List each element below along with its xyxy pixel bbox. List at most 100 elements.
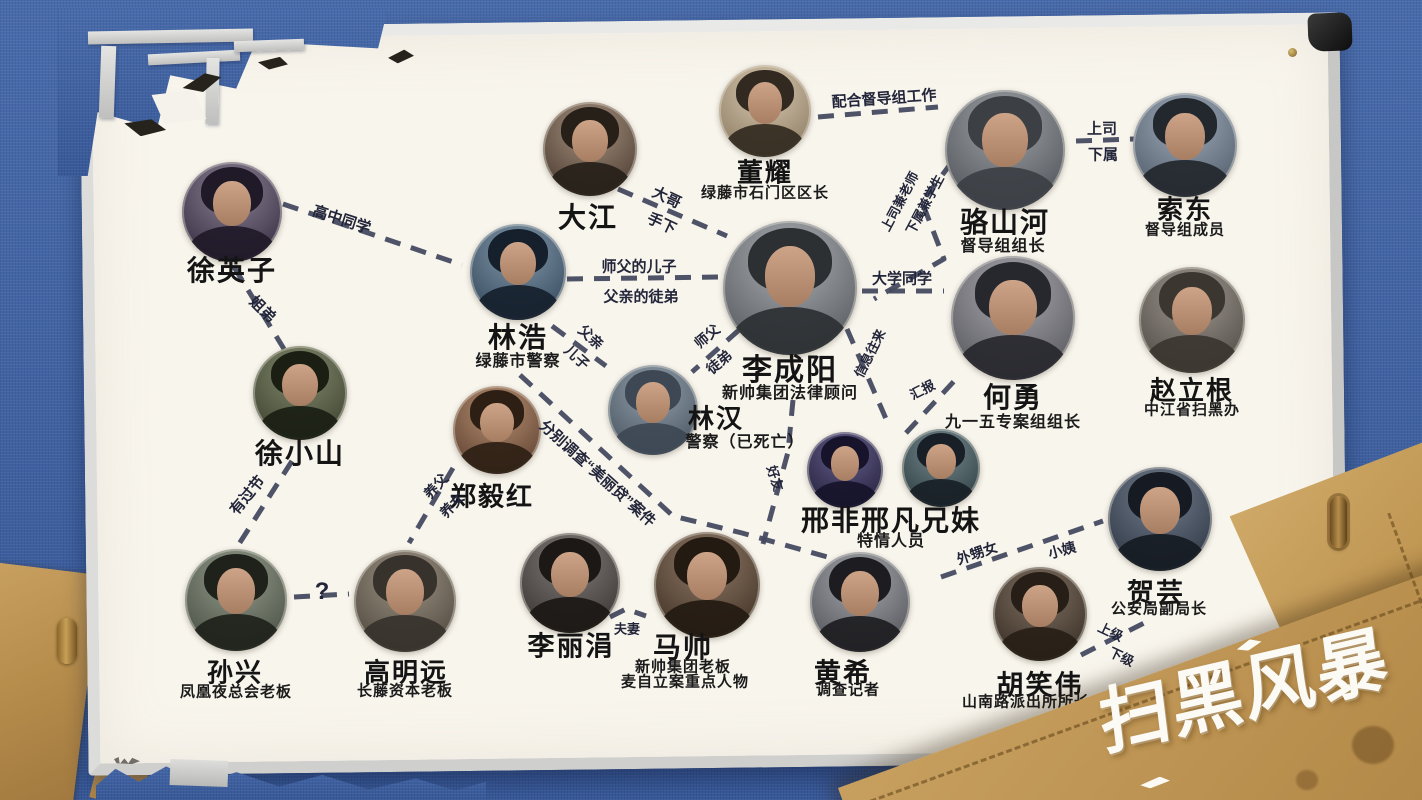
connection-da-jiang--li-chengyang: [617, 186, 728, 239]
portrait-torso: [1114, 533, 1206, 571]
person-name-zhao-ligen: 赵立根: [1149, 375, 1235, 406]
connection-xu-yingzi--lin-hao: [282, 201, 463, 268]
portrait-torso: [548, 162, 632, 196]
person-title-gao-mingyuan: 长藤资本老板: [356, 682, 454, 700]
portrait-photo-he-yun: [1108, 467, 1212, 571]
portrait-torso: [458, 442, 536, 474]
person-name-huang-xi: 黄希: [814, 658, 872, 689]
portrait-photo-li-lijuan: [520, 533, 620, 633]
portrait-torso: [191, 614, 281, 651]
portrait-face: [841, 571, 879, 616]
portrait-face: [926, 443, 956, 479]
portrait-torso: [1139, 159, 1231, 197]
portrait-face: [499, 242, 537, 286]
portrait-photo-hu-xiaowei: [993, 567, 1087, 661]
portrait-face: [1140, 486, 1180, 534]
person-name-sun-xing: 孙兴: [206, 657, 264, 688]
connection-hu-xiaowei--he-yun: [1079, 619, 1148, 658]
portrait-torso: [816, 616, 904, 652]
portrait-photo-dong-yao: [719, 65, 811, 157]
person-name-da-jiang: 大江: [557, 202, 619, 233]
person-name-he-yun: 贺芸: [1127, 578, 1185, 609]
connection-li-chengyang--ma-shuai: [760, 399, 796, 545]
portrait-photo-lin-hao: [470, 224, 566, 320]
stain: [1296, 770, 1318, 790]
envelope-string-tie-icon: [1330, 496, 1347, 548]
person-name-li-chengyang: 李成阳: [742, 354, 838, 387]
portrait-torso: [475, 285, 561, 320]
connection-dong-yao--luo-shanhe: [817, 104, 939, 120]
portrait-torso: [724, 123, 806, 157]
person-name-lin-hao: 林浩: [487, 322, 549, 353]
portrait-face: [1165, 112, 1205, 160]
relation-label: 下属: [1087, 146, 1119, 164]
portrait-face: [216, 568, 256, 615]
person-name-xu-xiaoshan: 徐小山: [254, 438, 346, 469]
portrait-photo-xing-siblings: [807, 432, 883, 508]
portrait-face: [830, 446, 860, 481]
person-title-luo-shanhe: 督导组组长: [960, 238, 1046, 255]
envelope-clasp-icon: [57, 618, 77, 664]
portrait-torso: [811, 480, 879, 508]
person-name-xu-yingzi: 徐英子: [186, 255, 278, 286]
connection-zheng-yihong--gao-mingyuan: [406, 466, 456, 545]
portrait-face: [480, 402, 514, 443]
portrait-face: [1022, 584, 1058, 628]
stain: [1352, 726, 1394, 764]
portrait-face: [635, 382, 671, 423]
portrait-photo-sun-xing: [185, 549, 287, 651]
portrait-torso: [906, 478, 976, 507]
person-title-xing-siblings: 特情人员: [856, 533, 926, 550]
person-name-ma-shuai: 马帅: [652, 632, 714, 663]
person-title-zhao-ligen: 中江省扫黑办: [1143, 401, 1241, 419]
connection-li-chengyang--xing-siblings: [844, 328, 893, 429]
portrait-face: [1171, 287, 1213, 335]
connection-sun-xing--gao-mingyuan: [293, 591, 350, 600]
portrait-photo-lin-han: [608, 365, 698, 455]
portrait-photo-xu-xiaoshan: [253, 346, 347, 440]
connection-xu-xiaoshan--sun-xing: [236, 459, 295, 546]
portrait-photo-li-chengyang: [723, 221, 857, 355]
person-title-ma-shuai: 新帅集团老板: [634, 658, 732, 676]
person-title-lin-han: 警察（已死亡）: [685, 434, 805, 451]
person-name-li-lijuan: 李丽涓: [527, 631, 615, 662]
portrait-torso: [258, 406, 342, 440]
portrait-photo-da-jiang: [543, 102, 637, 196]
portrait-torso: [360, 615, 450, 652]
relation-label: 夫妻: [613, 621, 641, 637]
portrait-torso: [660, 599, 754, 638]
portrait-face: [989, 279, 1037, 336]
person-name-luo-shanhe: 骆山河: [959, 207, 1051, 238]
person-title-lin-hao: 绿藤市警察: [475, 353, 561, 370]
connection-li-lijuan--ma-shuai: [608, 606, 647, 620]
person-title-hu-xiaowei: 山南路派出所所长: [961, 693, 1091, 711]
portrait-photo-suo-dong: [1133, 93, 1237, 197]
portrait-face: [213, 181, 251, 226]
person-title-ma-shuai: 麦自立案重点人物: [620, 673, 750, 691]
portrait-photo-zheng-yihong: [453, 386, 541, 474]
connection-luo-shanhe--suo-dong: [1075, 136, 1135, 144]
relation-label: 上司: [1086, 120, 1118, 138]
portrait-photo-xing-siblings: [902, 429, 980, 507]
person-title-dong-yao: 绿藤市石门区区长: [700, 184, 830, 202]
person-title-huang-xi: 调查记者: [815, 681, 881, 699]
portrait-photo-zhao-ligen: [1139, 267, 1245, 373]
person-title-he-yong: 九一五专案组组长: [944, 414, 1082, 431]
person-title-sun-xing: 凤凰夜总会老板: [179, 683, 293, 701]
person-name-hu-xiaowei: 胡笑伟: [996, 670, 1084, 701]
portrait-torso: [526, 597, 614, 633]
portrait-torso: [952, 166, 1058, 210]
portrait-torso: [613, 422, 693, 455]
person-title-li-chengyang: 新帅集团法律顾问: [721, 385, 859, 402]
portrait-torso: [998, 627, 1082, 661]
connection-huang-xi--he-yun: [940, 518, 1104, 580]
portrait-photo-huang-xi: [810, 552, 910, 652]
relation-label: 师父的儿子: [601, 258, 677, 276]
portrait-photo-luo-shanhe: [945, 90, 1065, 210]
portrait-face: [282, 363, 318, 407]
person-title-suo-dong: 督导组成员: [1144, 221, 1226, 239]
person-name-lin-han: 林汉: [687, 403, 745, 434]
portrait-face: [686, 552, 728, 600]
person-name-dong-yao: 董耀: [736, 157, 794, 188]
